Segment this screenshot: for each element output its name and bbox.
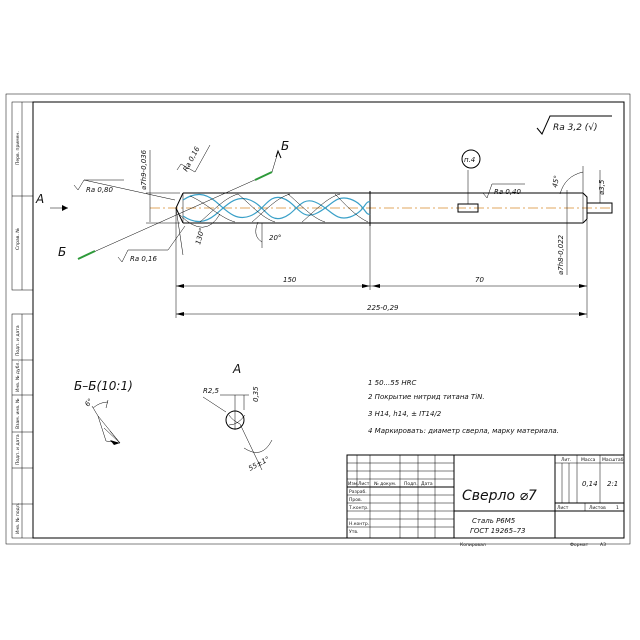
sheet-label: Лист bbox=[557, 505, 569, 511]
shank-diameter-text: ⌀7h8-0,022 bbox=[557, 234, 565, 275]
material-line-1: Сталь Р6М5 bbox=[472, 517, 516, 525]
helix-angle-text: 20° bbox=[269, 234, 281, 242]
note-bubble bbox=[461, 149, 481, 169]
tip-diameter-dim: ⌀7h9-0,036 bbox=[140, 149, 180, 224]
note-bubble-text: п.4 bbox=[464, 156, 475, 164]
copied-label: Копировал bbox=[460, 542, 486, 548]
row-label-date: Дата bbox=[421, 481, 433, 487]
end-diameter-text: ⌀3,5 bbox=[598, 179, 606, 195]
detail-a-arrow: А bbox=[35, 192, 68, 211]
outer-sheet-border bbox=[5, 93, 631, 545]
shank-diameter-dim: ⌀7h8-0,022 bbox=[557, 190, 568, 275]
role-developer: Разраб. bbox=[349, 489, 367, 495]
row-label-sheet: Лист bbox=[358, 481, 370, 487]
side-label-sign-date-1: Подп. и дата bbox=[15, 325, 21, 356]
lit-header: Лит. bbox=[561, 457, 571, 463]
title-block: Изм. Лист № докум. Подп. Дата Разраб. Пр… bbox=[346, 454, 625, 548]
roughness-ra016-bottom: Ra 0,16 bbox=[117, 225, 186, 263]
length-dims: 150 70 225-0,29 bbox=[175, 208, 588, 318]
ra-016-angled-text: Ra 0,16 bbox=[182, 145, 202, 173]
note-3: 3 H14, h14, ± IT14/2 bbox=[368, 410, 442, 418]
ra-016-text: Ra 0,16 bbox=[130, 255, 158, 263]
format-value: А3 bbox=[600, 542, 606, 548]
sheet-roughness-mark: Ra 3,2 (√) bbox=[536, 115, 612, 135]
shank-tang bbox=[586, 202, 613, 214]
side-label-orig-inv: Инв. № подл. bbox=[15, 503, 21, 534]
helix-angle-dim: 20° bbox=[255, 221, 281, 248]
roughness-ra040: Ra 0,40 bbox=[482, 183, 525, 199]
tip-diameter-text: ⌀7h9-0,036 bbox=[140, 149, 148, 190]
point-angle-text: 130° bbox=[194, 227, 206, 245]
side-label-sign-date-2: Подп. и дата bbox=[15, 434, 21, 465]
detail-radius-text: R2,5 bbox=[203, 387, 220, 395]
role-norm-control: Н.контр. bbox=[349, 521, 369, 527]
section-title: Б–Б(10:1) bbox=[74, 379, 133, 393]
ra-080-text: Ra 0,80 bbox=[86, 186, 114, 194]
technical-notes: 1 50...55 HRC 2 Покрытие нитрид титана T… bbox=[368, 379, 559, 435]
row-label-doc: № докум. bbox=[374, 481, 396, 487]
note-1: 1 50...55 HRC bbox=[368, 379, 417, 387]
side-label-dup-inv: Инв. № дубл. bbox=[15, 361, 21, 392]
note-2: 2 Покрытие нитрид титана TiN. bbox=[368, 393, 485, 401]
side-label-replace-inv: Взам. инв. № bbox=[15, 398, 21, 429]
total-length-text: 225-0,29 bbox=[367, 304, 399, 312]
drill-main-view: п.4 bbox=[150, 149, 613, 226]
shank-length-text: 70 bbox=[475, 276, 484, 284]
section-view-bb: Б–Б(10:1) 6° bbox=[74, 379, 133, 445]
sheet-roughness-text: Ra 3,2 (√) bbox=[553, 122, 598, 133]
chamfer-dim: 45° bbox=[551, 166, 584, 195]
sheets-label: Листов bbox=[589, 505, 606, 511]
end-diameter-dim: ⌀3,5 bbox=[598, 170, 606, 203]
detail-angle-text: 55±1° bbox=[247, 455, 271, 473]
flute-length-text: 150 bbox=[283, 276, 297, 284]
format-label: Формат bbox=[570, 542, 589, 548]
scale-header: Масштаб bbox=[602, 457, 624, 463]
role-tech-control: Т.контр. bbox=[348, 505, 369, 511]
sheets-count: 1 bbox=[616, 505, 619, 511]
note-4: 4 Маркировать: диаметр сверла, марку мат… bbox=[368, 427, 559, 435]
material-line-2: ГОСТ 19265–73 bbox=[470, 527, 525, 535]
section-angle-text: 6° bbox=[83, 397, 94, 408]
section-mark-b-top: Б bbox=[281, 139, 289, 153]
roughness-ra016-angled: Ra 0,16 bbox=[176, 144, 211, 173]
detail-mark-a: А bbox=[35, 192, 44, 206]
row-label-sign: Подп. bbox=[404, 481, 418, 487]
inner-drawing-frame bbox=[32, 101, 625, 539]
side-strip: Перв. примен. Справ. № Подп. и дата Инв.… bbox=[11, 101, 34, 539]
mass-value: 0,14 bbox=[582, 480, 598, 488]
detail-radius-circle bbox=[225, 410, 245, 430]
point-angle-dim: 130° bbox=[175, 207, 221, 256]
drill-flutes bbox=[182, 193, 371, 223]
part-name: Сверло ⌀7 bbox=[462, 488, 537, 504]
ra-040-text: Ra 0,40 bbox=[494, 188, 522, 196]
chamfer-text: 45° bbox=[551, 175, 561, 189]
role-approver: Утв. bbox=[349, 529, 358, 535]
detail-view-a: А R2,5 0,35 55±1° bbox=[202, 362, 273, 473]
scale-value: 2:1 bbox=[607, 480, 618, 488]
side-label-first-use: Перв. примен. bbox=[15, 131, 21, 165]
role-checker: Пров. bbox=[349, 497, 362, 503]
row-label-change: Изм. bbox=[348, 481, 359, 487]
section-line-bb: Б Б bbox=[58, 139, 289, 260]
section-mark-b-bottom: Б bbox=[58, 245, 66, 259]
mass-header: Масса bbox=[581, 457, 596, 463]
detail-title: А bbox=[232, 362, 241, 376]
side-label-ref-no: Справ. № bbox=[15, 228, 21, 250]
detail-dim-text: 0,35 bbox=[252, 386, 260, 402]
roughness-ra080: Ra 0,80 bbox=[73, 179, 176, 201]
